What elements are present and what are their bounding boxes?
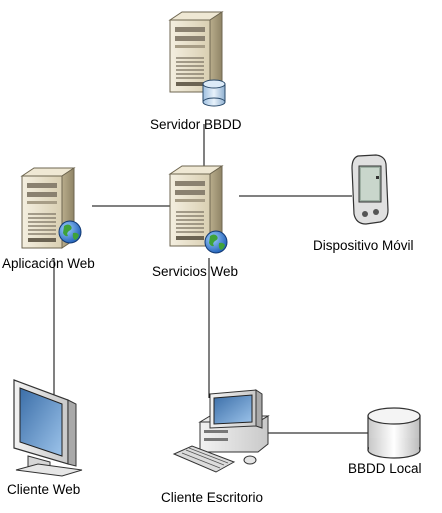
pda-icon bbox=[351, 154, 389, 225]
globe-icon bbox=[58, 220, 82, 244]
globe-icon bbox=[204, 230, 228, 254]
db-server-label: Servidor BBDD bbox=[150, 117, 242, 132]
monitor-icon bbox=[13, 379, 83, 477]
database-icon bbox=[202, 79, 226, 107]
web-application-node bbox=[21, 167, 82, 249]
desktop-computer-icon bbox=[172, 389, 270, 473]
web-client-label: Cliente Web bbox=[7, 482, 81, 497]
connector-lines bbox=[53, 124, 368, 434]
web-services-node bbox=[169, 165, 228, 254]
web-app-label: Aplicación Web bbox=[2, 256, 95, 271]
local-db-label: BBDD Local bbox=[348, 461, 422, 476]
web-services-label: Servicios Web bbox=[152, 264, 239, 279]
database-server-node bbox=[169, 11, 226, 107]
desktop-client-label: Cliente Escritorio bbox=[161, 490, 264, 505]
mobile-device-label: Dispositivo Móvil bbox=[313, 238, 414, 253]
local-database-icon bbox=[367, 407, 421, 459]
